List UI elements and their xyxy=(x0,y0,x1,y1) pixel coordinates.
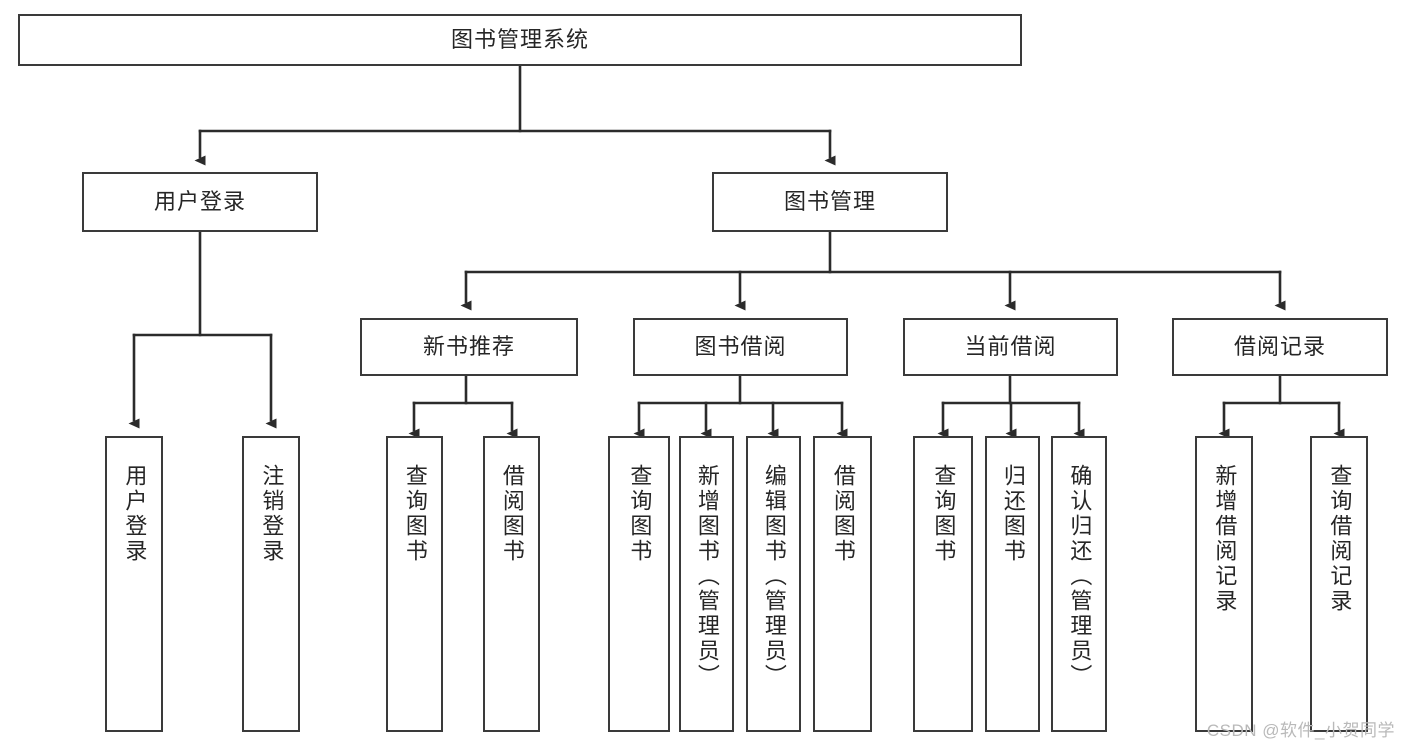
node-borrow-record[interactable]: 借阅记录 xyxy=(1172,318,1388,376)
node-user-login[interactable]: 用户登录 xyxy=(82,172,318,232)
node-label: 查询图书 xyxy=(402,464,428,564)
node-label: 图书借阅 xyxy=(694,334,787,360)
node-leaf-confirm-return[interactable]: 确认归还（管理员） xyxy=(1051,436,1107,732)
node-label: 当前借阅 xyxy=(964,334,1057,360)
node-leaf-borrow-book-2[interactable]: 借阅图书 xyxy=(813,436,872,732)
node-label: 查询图书 xyxy=(931,464,957,564)
node-leaf-query-book-1[interactable]: 查询图书 xyxy=(386,436,443,732)
node-new-book-recommendation[interactable]: 新书推荐 xyxy=(360,318,578,376)
node-leaf-borrow-book-1[interactable]: 借阅图书 xyxy=(483,436,540,732)
node-label: 新增借阅记录 xyxy=(1212,464,1238,614)
node-label: 用户登录 xyxy=(153,189,246,215)
node-label: 注销登录 xyxy=(259,464,285,564)
node-label: 新增图书（管理员） xyxy=(694,464,720,689)
node-label: 归还图书 xyxy=(1000,464,1026,564)
node-label: 用户登录 xyxy=(122,464,148,564)
node-leaf-add-book[interactable]: 新增图书（管理员） xyxy=(679,436,734,732)
node-label: 图书管理 xyxy=(783,189,876,215)
node-leaf-logout[interactable]: 注销登录 xyxy=(242,436,300,732)
node-label: 编辑图书（管理员） xyxy=(761,464,787,689)
node-label: 借阅图书 xyxy=(830,464,856,564)
node-leaf-query-book-3[interactable]: 查询图书 xyxy=(913,436,973,732)
node-leaf-return-book[interactable]: 归还图书 xyxy=(985,436,1040,732)
node-label: 新书推荐 xyxy=(422,334,515,360)
node-book-management-system[interactable]: 图书管理系统 xyxy=(18,14,1022,66)
node-leaf-query-book-2[interactable]: 查询图书 xyxy=(608,436,670,732)
node-book-borrow[interactable]: 图书借阅 xyxy=(633,318,848,376)
node-label: 借阅图书 xyxy=(499,464,525,564)
node-leaf-edit-book[interactable]: 编辑图书（管理员） xyxy=(746,436,801,732)
node-leaf-add-borrow-record[interactable]: 新增借阅记录 xyxy=(1195,436,1253,732)
node-label: 确认归还（管理员） xyxy=(1067,464,1093,689)
node-label: 借阅记录 xyxy=(1233,334,1326,360)
node-leaf-user-login[interactable]: 用户登录 xyxy=(105,436,163,732)
node-label: 查询图书 xyxy=(627,464,653,564)
node-label: 查询借阅记录 xyxy=(1327,464,1353,614)
node-leaf-query-borrow-record[interactable]: 查询借阅记录 xyxy=(1310,436,1368,732)
node-current-borrow[interactable]: 当前借阅 xyxy=(903,318,1118,376)
node-label: 图书管理系统 xyxy=(450,27,589,53)
node-book-manage[interactable]: 图书管理 xyxy=(712,172,948,232)
